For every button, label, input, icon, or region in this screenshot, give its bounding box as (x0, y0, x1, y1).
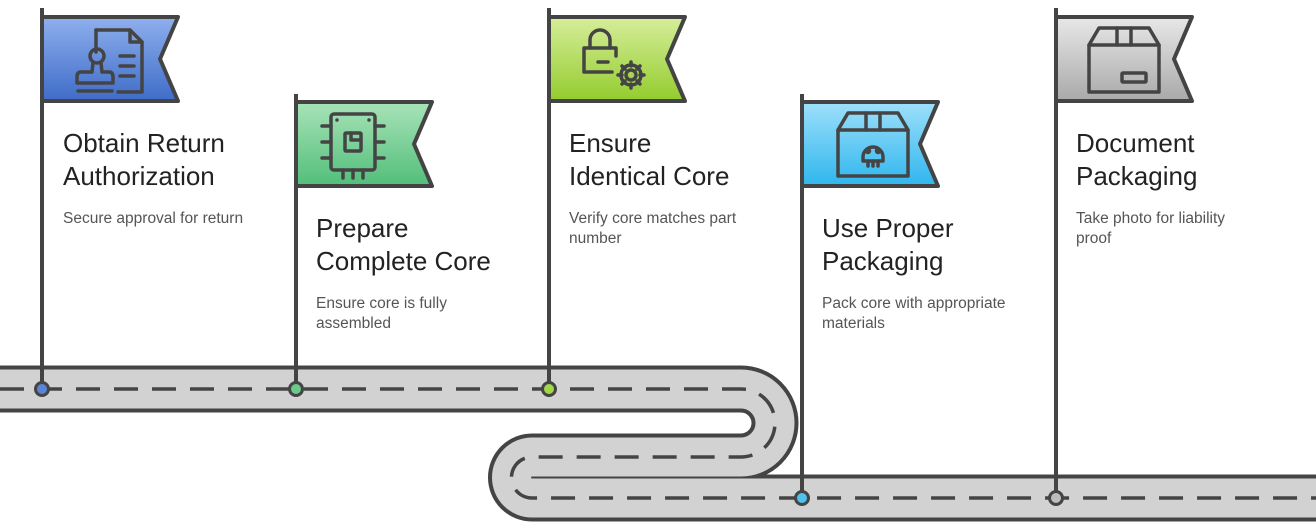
flag-step-4 (794, 94, 940, 506)
milestone-dot (1048, 490, 1064, 506)
lock-gear-icon (582, 28, 646, 90)
milestone-dot (34, 381, 50, 397)
package-box-icon (1087, 26, 1161, 94)
step-description: Ensure core is fully assembled (316, 295, 447, 332)
circuit-chip-icon (320, 112, 386, 180)
flag-banner (547, 15, 687, 103)
step-description: Take photo for liability proof (1076, 210, 1226, 247)
step-description: Secure approval for return (63, 210, 244, 227)
flag-step-2 (288, 94, 434, 397)
hazard-box-icon (836, 111, 910, 178)
step-description: Pack core with appropriate materials (822, 295, 1006, 332)
flag-step-1 (34, 8, 180, 397)
milestone-dot (794, 490, 810, 506)
document-stamp-icon (75, 28, 144, 94)
road (0, 365, 1316, 522)
road-center-line (0, 387, 1316, 500)
milestone-dot (541, 381, 557, 397)
step-description: Verify core matches part number (569, 210, 737, 247)
flag-step-3 (541, 8, 687, 397)
flag-step-5 (1048, 8, 1194, 506)
road-surface (0, 369, 1316, 518)
milestone-dot (288, 381, 304, 397)
